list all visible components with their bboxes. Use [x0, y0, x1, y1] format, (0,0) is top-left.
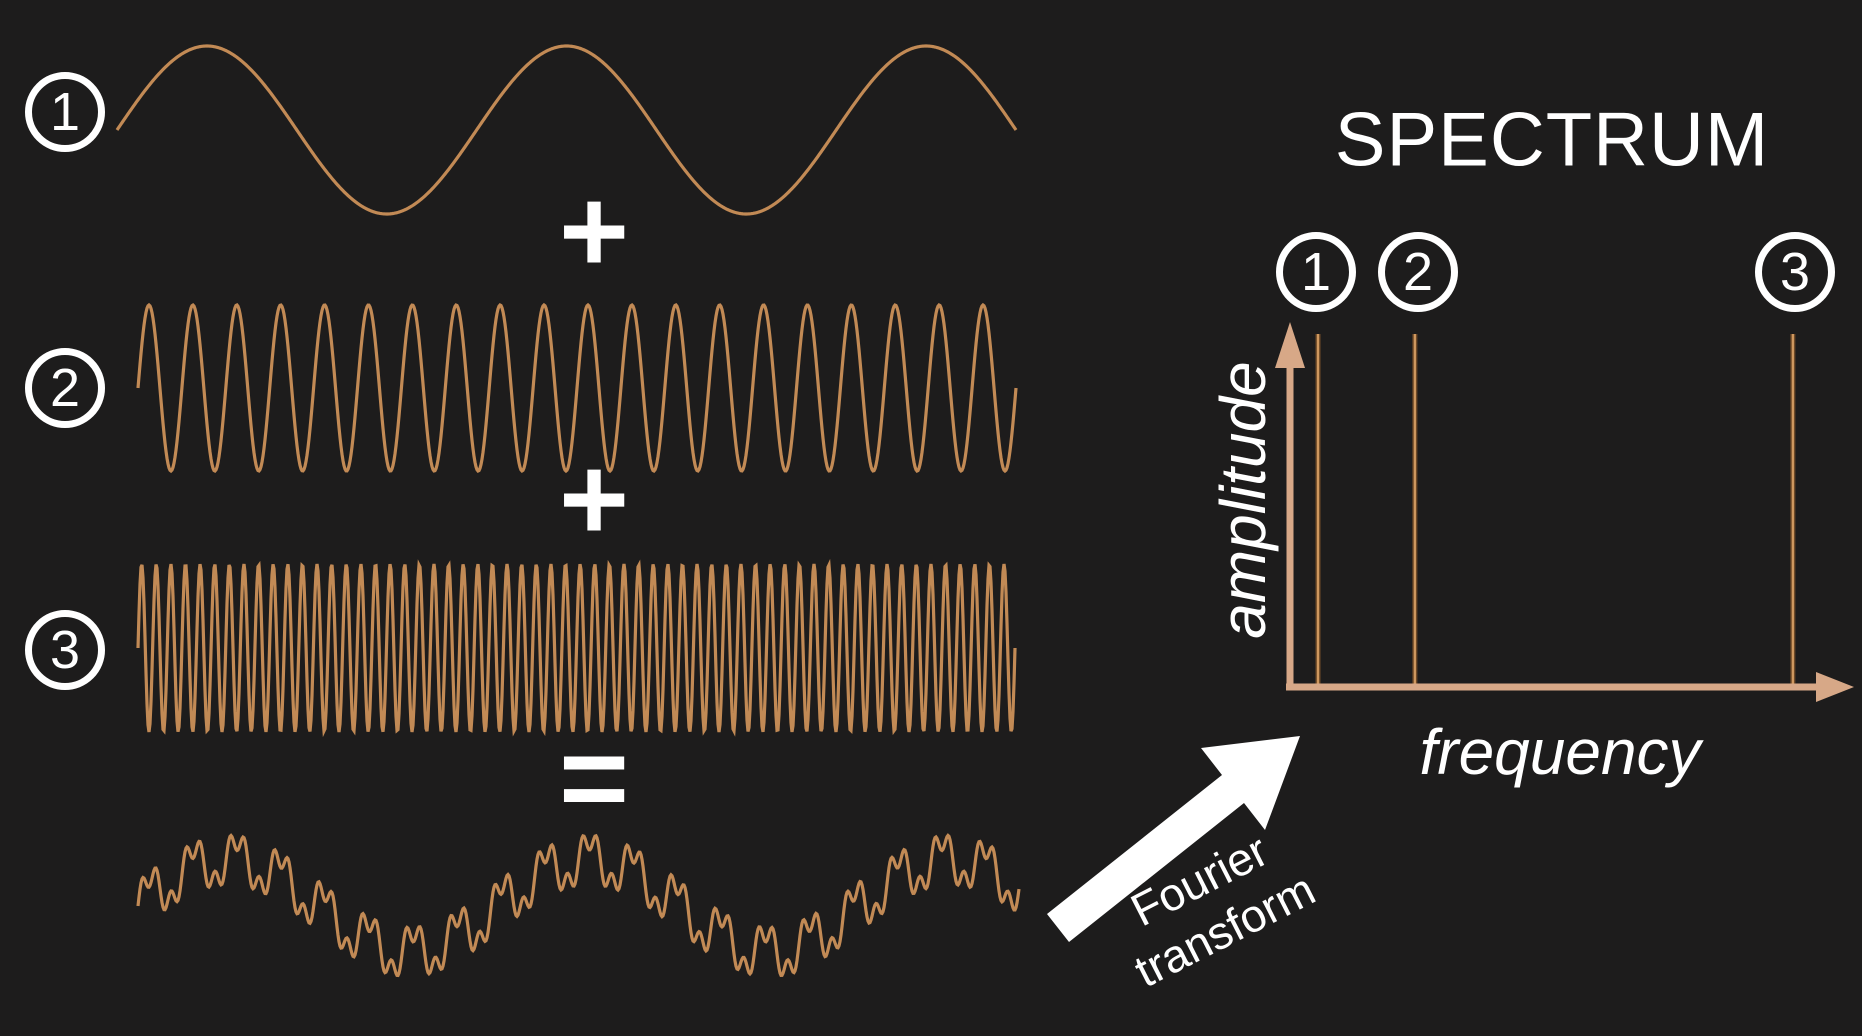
- equals-operator: =: [558, 711, 630, 845]
- plus-operator-1: +: [558, 164, 630, 298]
- frequency-axis-arrowhead-icon: [1816, 672, 1854, 702]
- wave-2-badge: 2: [25, 348, 105, 428]
- fourier-transform-arrow-icon: [1047, 736, 1300, 942]
- wave-1-badge-label: 1: [49, 82, 81, 142]
- wave-3-badge: 3: [25, 610, 105, 690]
- spectrum-peak-1-badge-label: 1: [1300, 242, 1332, 302]
- wave-2-badge-label: 2: [49, 358, 81, 418]
- sine-wave-1-path: [115, 44, 1018, 216]
- amplitude-axis-arrowhead-icon: [1275, 322, 1305, 368]
- spectrum-peak-3-badge-label: 3: [1779, 242, 1811, 302]
- spectrum-peak-2-badge: 2: [1378, 232, 1458, 312]
- amplitude-axis-label: amplitude: [1207, 361, 1279, 639]
- spectrum-peak-3-badge: 3: [1755, 232, 1835, 312]
- plus-operator-2: +: [558, 432, 630, 566]
- wave-1-badge: 1: [25, 72, 105, 152]
- sine-wave-3-path: [136, 558, 1017, 738]
- frequency-axis-label: frequency: [1419, 716, 1701, 788]
- wave-3-badge-label: 3: [49, 620, 81, 680]
- spectrum-peak-2-badge-label: 2: [1402, 242, 1434, 302]
- sine-wave-2-path: [136, 302, 1018, 474]
- spectrum-peak-1-badge: 1: [1276, 232, 1356, 312]
- spectrum-title: SPECTRUM: [1334, 97, 1770, 183]
- composite-wave-path: [136, 833, 1021, 978]
